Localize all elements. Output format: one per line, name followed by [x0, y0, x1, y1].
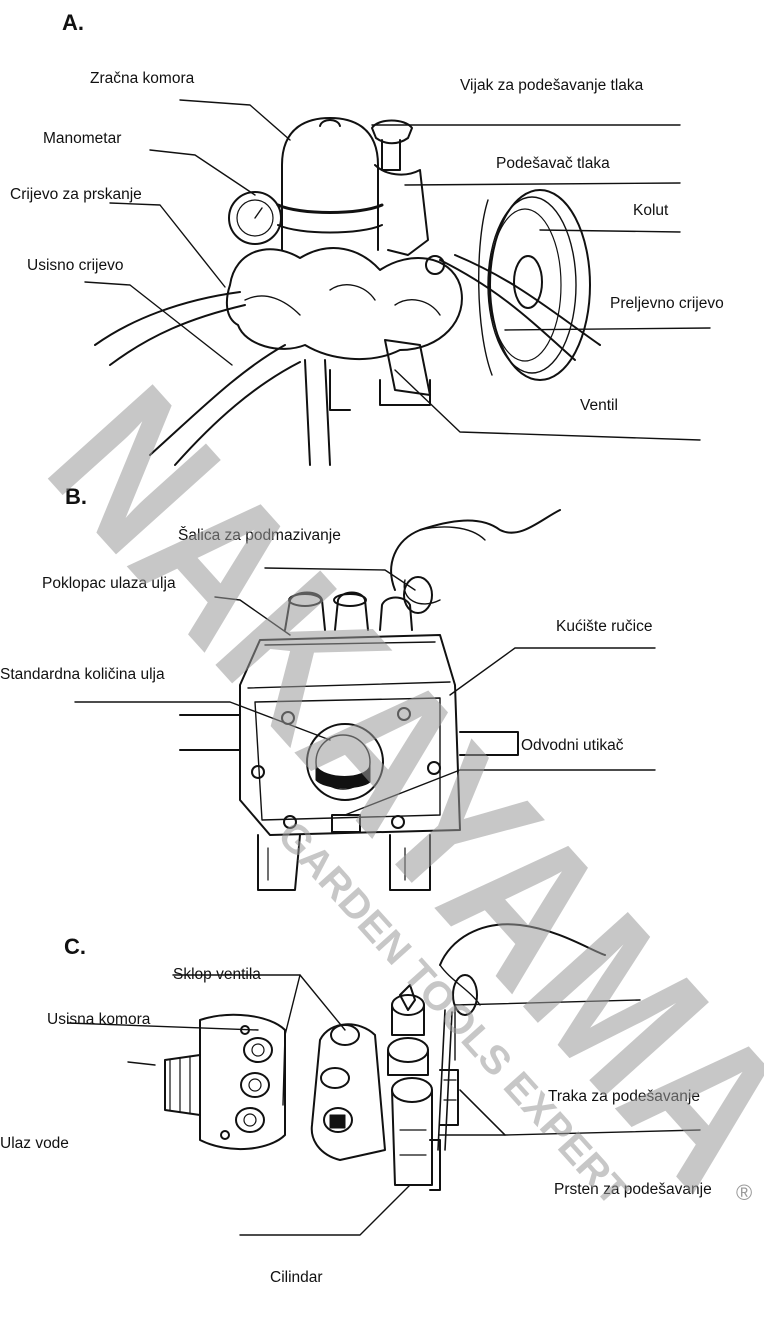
watermark-brand: NAKAYAMA [7, 346, 764, 1228]
registered-mark: ® [736, 1180, 752, 1205]
